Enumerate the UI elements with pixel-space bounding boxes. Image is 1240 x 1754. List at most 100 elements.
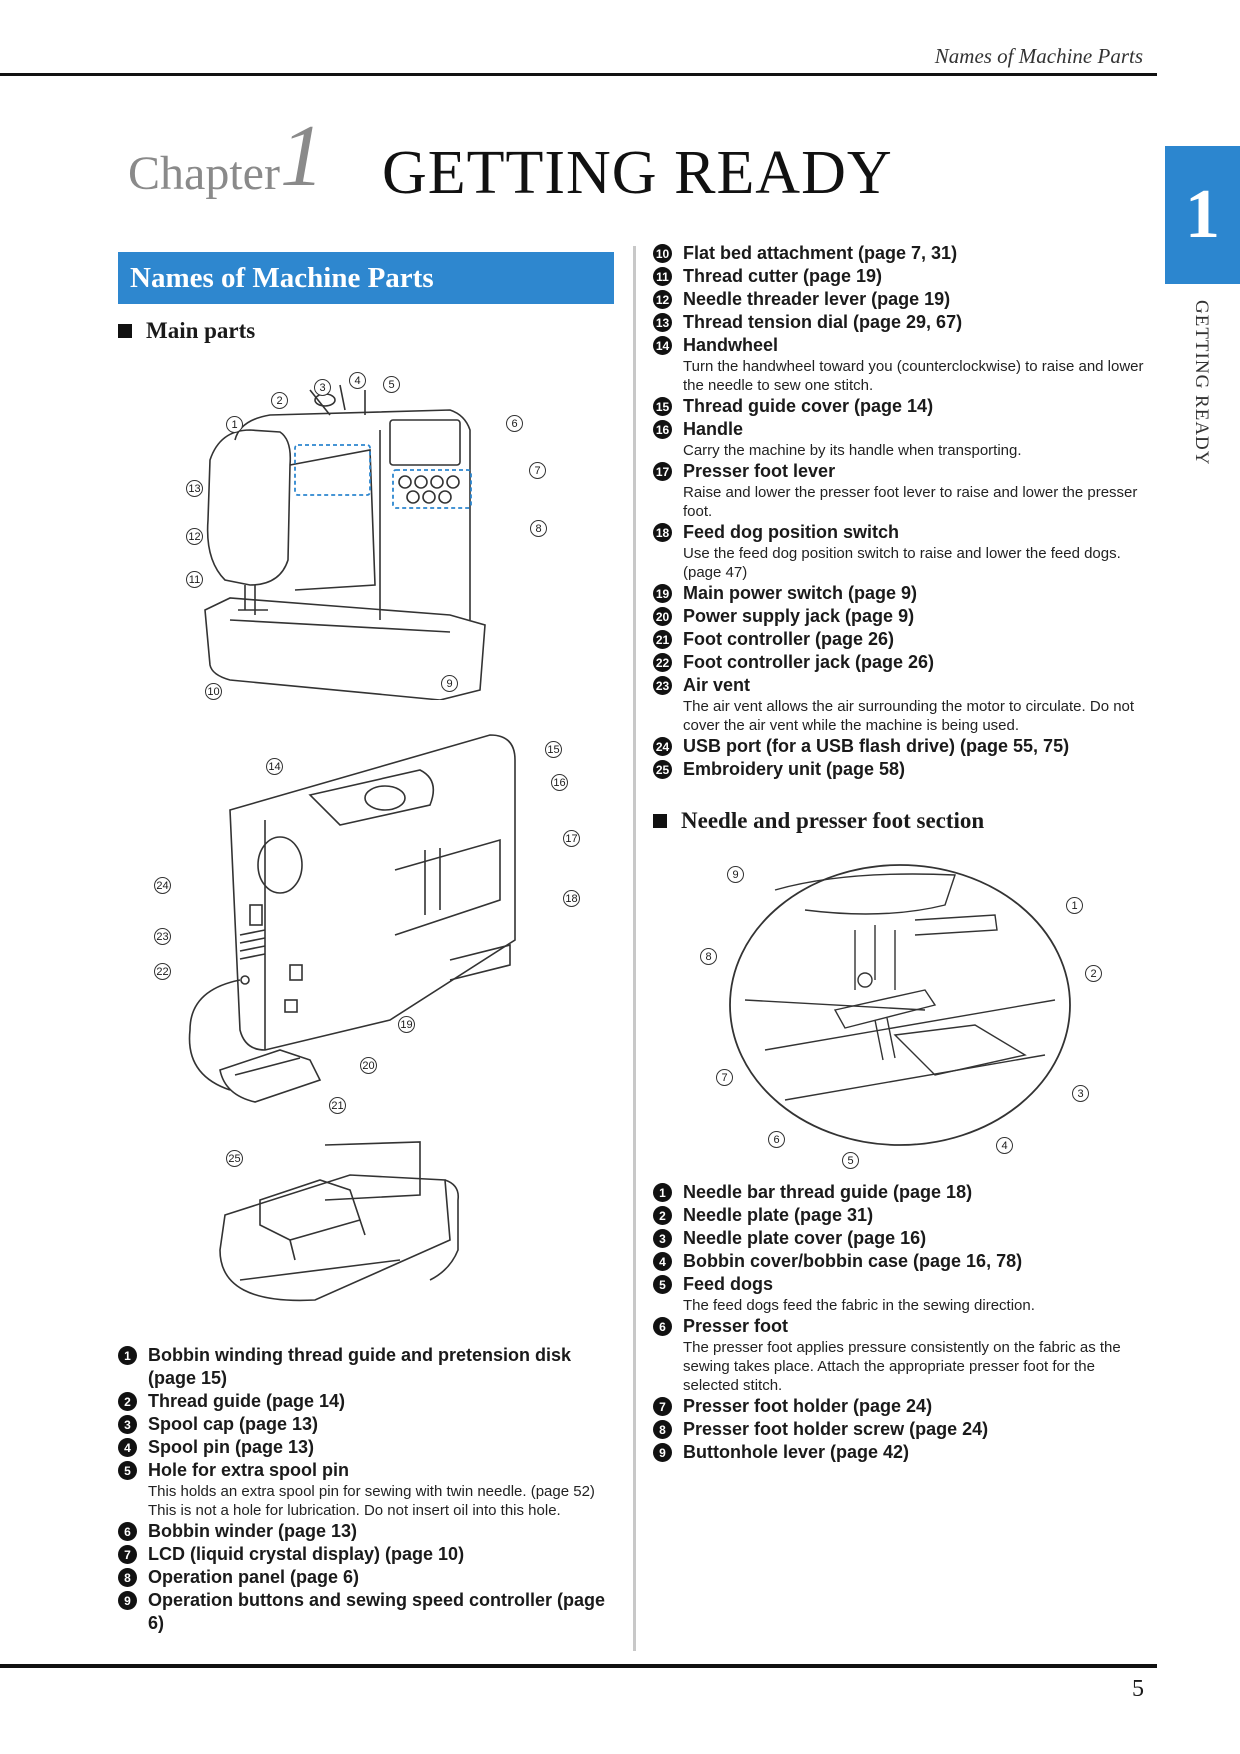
item-label: Presser foot <box>683 1316 789 1336</box>
list-item: 8 Presser foot holder screw (page 24) <box>653 1418 1153 1441</box>
list-item: 7 LCD (liquid crystal display) (page 10) <box>118 1543 618 1566</box>
item-label: Air vent <box>683 675 751 695</box>
needle-callout-2: 2 <box>1085 965 1102 982</box>
running-head: Names of Machine Parts <box>934 44 1143 68</box>
item-number-badge: 6 <box>118 1522 137 1541</box>
chapter-number: 1 <box>280 108 324 205</box>
item-label: Handwheel <box>683 335 779 355</box>
needle-callout-4: 4 <box>996 1137 1013 1154</box>
item-number-badge: 8 <box>653 1420 672 1439</box>
needle-presser-foot-illustration <box>725 860 1075 1150</box>
callout-25: 25 <box>226 1150 243 1167</box>
item-label: Operation panel (page 6) <box>148 1567 360 1587</box>
needle-section-heading: Needle and presser foot section <box>653 808 984 834</box>
callout-22: 22 <box>154 963 171 980</box>
item-label: Thread guide cover (page 14) <box>683 396 934 416</box>
callout-12: 12 <box>186 528 203 545</box>
item-label: Thread guide (page 14) <box>148 1391 346 1411</box>
callout-13: 13 <box>186 480 203 497</box>
item-label: Operation buttons and sewing speed contr… <box>148 1590 606 1633</box>
item-number-badge: 11 <box>653 267 672 286</box>
needle-presser-foot-drawing <box>729 864 1071 1146</box>
item-label: Spool cap (page 13) <box>148 1414 319 1434</box>
item-label: Foot controller (page 26) <box>683 629 895 649</box>
item-number-badge: 3 <box>118 1415 137 1434</box>
bullet-square-icon <box>118 324 132 338</box>
item-number-badge: 9 <box>653 1443 672 1462</box>
needle-callout-5: 5 <box>842 1152 859 1169</box>
bullet-square-icon <box>653 814 667 828</box>
section-banner: Names of Machine Parts <box>118 252 614 304</box>
item-label: Needle plate (page 31) <box>683 1205 874 1225</box>
item-label: Flat bed attachment (page 7, 31) <box>683 243 958 263</box>
item-number-badge: 10 <box>653 244 672 263</box>
needle-callout-1: 1 <box>1066 897 1083 914</box>
callout-1: 1 <box>226 416 243 433</box>
item-number-badge: 22 <box>653 653 672 672</box>
list-item: 21 Foot controller (page 26) <box>653 628 1153 651</box>
embroidery-unit-illustration <box>200 1140 530 1330</box>
chapter-side-tab: 1 <box>1165 146 1240 284</box>
item-number-badge: 16 <box>653 420 672 439</box>
item-label: Bobbin cover/bobbin case (page 16, 78) <box>683 1251 1023 1271</box>
item-number-badge: 6 <box>653 1317 672 1336</box>
list-item: 2 Thread guide (page 14) <box>118 1390 618 1413</box>
item-label: USB port (for a USB flash drive) (page 5… <box>683 736 1070 756</box>
top-rule <box>0 73 1157 76</box>
callout-14: 14 <box>266 758 283 775</box>
item-number-badge: 2 <box>653 1206 672 1225</box>
item-label: Spool pin (page 13) <box>148 1437 315 1457</box>
callout-2: 2 <box>271 392 288 409</box>
item-description: Use the feed dog position switch to rais… <box>683 545 1121 581</box>
callout-5: 5 <box>383 376 400 393</box>
needle-callout-6: 6 <box>768 1131 785 1148</box>
item-number-badge: 2 <box>118 1392 137 1411</box>
list-item: 4 Bobbin cover/bobbin case (page 16, 78) <box>653 1250 1153 1273</box>
item-number-badge: 1 <box>118 1346 137 1365</box>
item-number-badge: 25 <box>653 760 672 779</box>
needle-callout-7: 7 <box>716 1069 733 1086</box>
item-number-badge: 19 <box>653 584 672 603</box>
item-number-badge: 4 <box>653 1252 672 1271</box>
item-label: Presser foot holder screw (page 24) <box>683 1419 989 1439</box>
item-label: Needle bar thread guide (page 18) <box>683 1182 973 1202</box>
main-parts-heading: Main parts <box>118 318 255 344</box>
callout-4: 4 <box>349 372 366 389</box>
item-label: Bobbin winder (page 13) <box>148 1521 358 1541</box>
item-label: LCD (liquid crystal display) (page 10) <box>148 1544 465 1564</box>
item-number-badge: 3 <box>653 1229 672 1248</box>
item-label: Power supply jack (page 9) <box>683 606 915 626</box>
item-label: Foot controller jack (page 26) <box>683 652 935 672</box>
item-number-badge: 9 <box>118 1591 137 1610</box>
item-label: Needle plate cover (page 16) <box>683 1228 927 1248</box>
list-item: 3 Spool cap (page 13) <box>118 1413 618 1436</box>
item-number-badge: 1 <box>653 1183 672 1202</box>
callout-20: 20 <box>360 1057 377 1074</box>
list-item: 22 Foot controller jack (page 26) <box>653 651 1153 674</box>
item-number-badge: 13 <box>653 313 672 332</box>
chapter-title: GETTING READY <box>382 139 893 207</box>
needle-section-heading-text: Needle and presser foot section <box>681 808 985 833</box>
item-label: Handle <box>683 419 744 439</box>
item-number-badge: 21 <box>653 630 672 649</box>
list-item: 10 Flat bed attachment (page 7, 31) <box>653 242 1153 265</box>
item-number-badge: 7 <box>118 1545 137 1564</box>
item-description: The feed dogs feed the fabric in the sew… <box>683 1297 1035 1314</box>
item-number-badge: 23 <box>653 676 672 695</box>
item-number-badge: 15 <box>653 397 672 416</box>
callout-16: 16 <box>551 774 568 791</box>
embroidery-unit-drawing <box>219 1141 460 1302</box>
main-parts-heading-text: Main parts <box>146 318 256 343</box>
